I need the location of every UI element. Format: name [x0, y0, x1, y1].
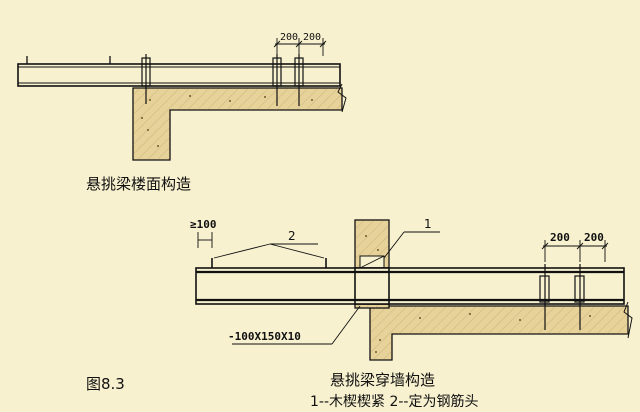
bottom-dimension-1: 200 [550, 231, 570, 244]
top-break-mark [337, 83, 347, 113]
section-label: -100X150X10 [228, 330, 301, 343]
min-dimension-label: ≥100 [190, 218, 217, 231]
callout-1-label: 1 [424, 217, 432, 231]
top-anchor-bolt-1 [141, 54, 151, 104]
bottom-dimension-line [541, 240, 609, 262]
bottom-anchor-bolt-2 [574, 264, 585, 330]
top-dimension-line [273, 38, 327, 56]
bottom-wall-detail: ≥100 200 200 2 [190, 217, 633, 361]
callout-1-leader [383, 231, 440, 259]
bottom-cantilever-beam [195, 267, 625, 305]
callout-2-leader [213, 243, 325, 259]
figure-number: 图8.3 [86, 375, 125, 393]
bottom-break-mark [623, 301, 633, 339]
bottom-detail-caption: 悬挑梁穿墙构造 [330, 371, 436, 389]
section-label-leader [232, 305, 361, 345]
top-floor-detail: 200 200 [17, 32, 347, 161]
min-dimension-mark [197, 232, 213, 248]
top-detail-caption: 悬挑梁楼面构造 [86, 175, 192, 193]
top-dimension-1: 200 [280, 32, 298, 43]
top-cantilever-beam [17, 63, 341, 87]
bottom-detail-legend: 1--木楔楔紧 2--定为钢筋头 [310, 394, 479, 410]
bottom-anchor-bolt-1 [539, 264, 550, 330]
top-slab-texture [141, 95, 313, 147]
top-anchor-bolt-3 [294, 54, 304, 106]
top-dimension-2: 200 [303, 32, 321, 43]
bottom-dimension-2: 200 [584, 231, 604, 244]
top-anchor-bolt-2 [272, 54, 282, 106]
callout-2-label: 2 [288, 229, 296, 243]
